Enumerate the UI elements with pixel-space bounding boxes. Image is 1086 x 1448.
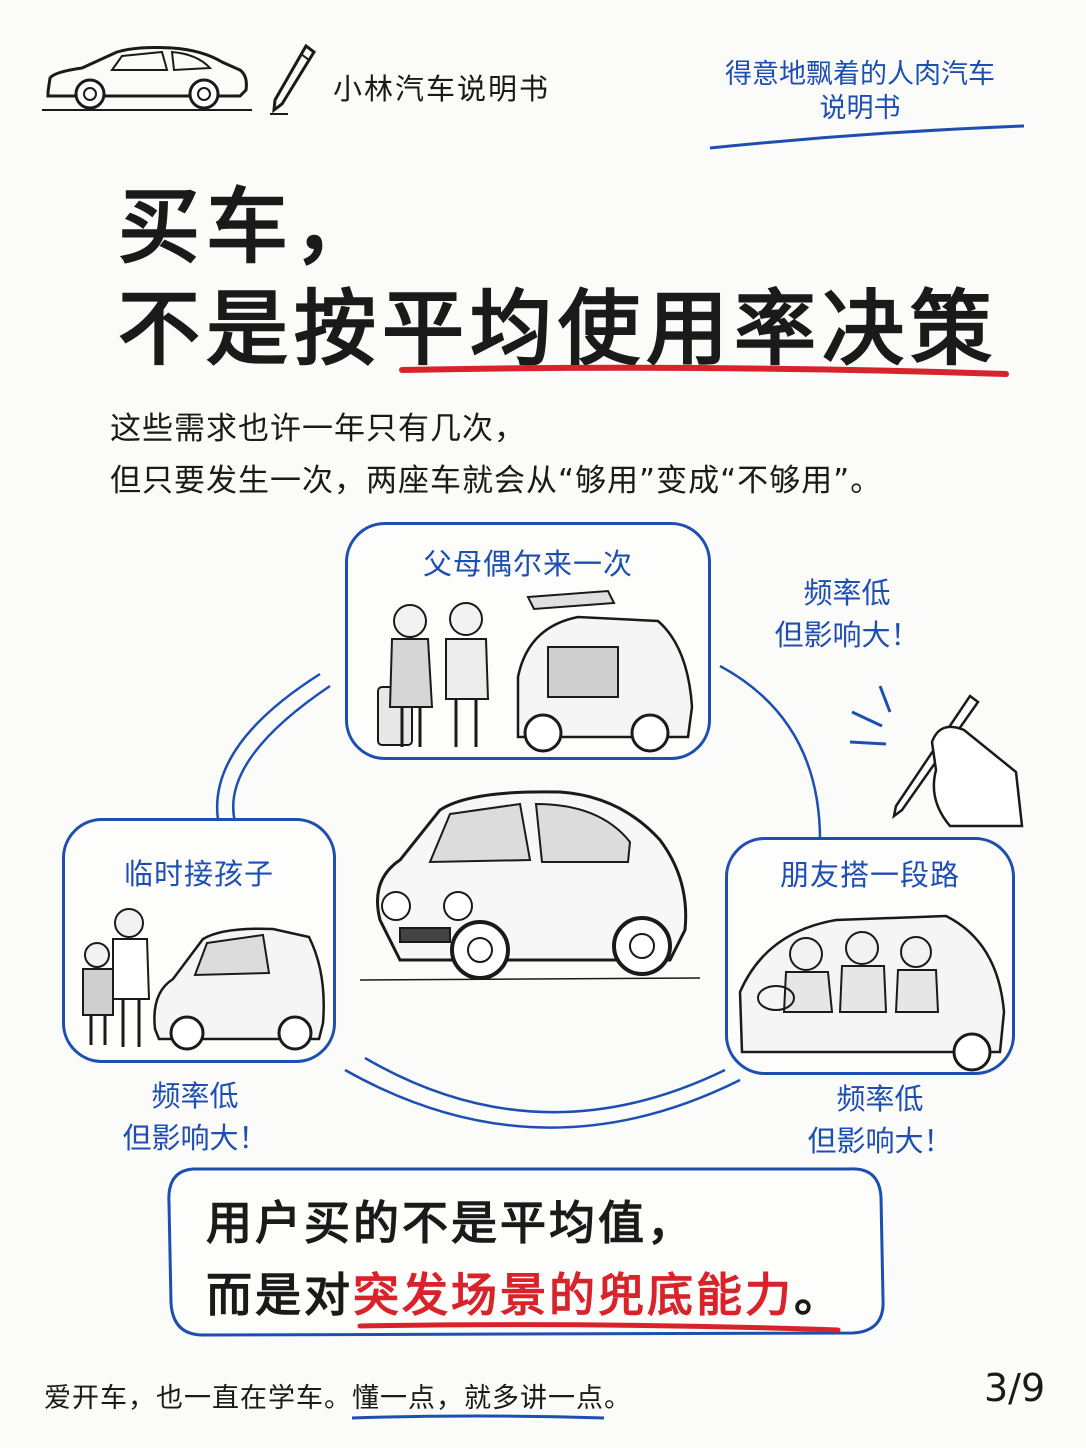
car-logo-icon — [42, 46, 252, 111]
brand-name: 小林汽车说明书 — [333, 72, 551, 106]
footer-underline — [351, 1414, 605, 1420]
conclusion-line2: 而是对突发场景的兜底能力。 — [206, 1259, 843, 1325]
note-right-line2: 但影响大！ — [807, 1124, 953, 1158]
center-two-seater-car-illustration — [360, 790, 700, 981]
title-underline — [399, 364, 1009, 377]
conclusion-line1: 用户买的不是平均值， — [206, 1196, 696, 1250]
scene-kids-panel: 临时接孩子 — [62, 818, 336, 1063]
hand-with-pen-icon — [849, 685, 1024, 828]
pen-icon — [270, 43, 316, 115]
scene-kids-label: 临时接孩子 — [123, 857, 274, 891]
note-left-line2: 但影响大！ — [122, 1121, 268, 1155]
parent-child-car-illustration — [82, 908, 325, 1051]
note-right: 频率低 但影响大！ — [785, 1078, 975, 1162]
note-top: 频率低 但影响大！ — [752, 572, 942, 656]
intro-line2: 但只要发生一次，两座车就会从“够用”变成“不够用”。 — [110, 463, 883, 499]
scene-friends-label: 朋友搭一段路 — [779, 858, 960, 892]
page-title-line2: 不是按平均使用率决策 — [118, 282, 999, 377]
scene-parents-label: 父母偶尔来一次 — [422, 547, 633, 581]
page-number: 3/9 — [984, 1366, 1046, 1410]
tagline: 得意地飘着的人肉汽车 说明书 — [690, 58, 1030, 126]
page-title-line1: 买车， — [118, 180, 383, 275]
conclusion-line2-suffix: 。 — [794, 1268, 843, 1322]
conclusion-line2-prefix: 而是对 — [206, 1268, 353, 1322]
note-right-line1: 频率低 — [836, 1082, 924, 1116]
tagline-line2: 说明书 — [819, 93, 901, 124]
conclusion-line2-highlight: 突发场景的兜底能力 — [353, 1268, 794, 1322]
conclusion-underline — [357, 1322, 841, 1333]
note-left: 频率低 但影响大！ — [100, 1075, 290, 1159]
note-top-line2: 但影响大！ — [774, 618, 920, 652]
scene-friends-panel: 朋友搭一段路 — [725, 837, 1015, 1075]
scene-parents-panel: 父母偶尔来一次 — [345, 522, 711, 760]
intro-line1: 这些需求也许一年只有几次， — [110, 411, 526, 447]
footer-text: 爱开车，也一直在学车。懂一点，就多讲一点。 — [44, 1383, 632, 1414]
note-left-line1: 频率低 — [151, 1079, 239, 1113]
note-top-line1: 频率低 — [803, 576, 891, 610]
tagline-underline — [709, 124, 1025, 150]
conclusion-box — [167, 1167, 885, 1337]
parents-with-car-illustration — [377, 589, 694, 753]
scenario-loop — [215, 664, 822, 1129]
friends-in-car-illustration — [738, 914, 1006, 1072]
tagline-line1: 得意地飘着的人肉汽车 — [725, 59, 995, 90]
